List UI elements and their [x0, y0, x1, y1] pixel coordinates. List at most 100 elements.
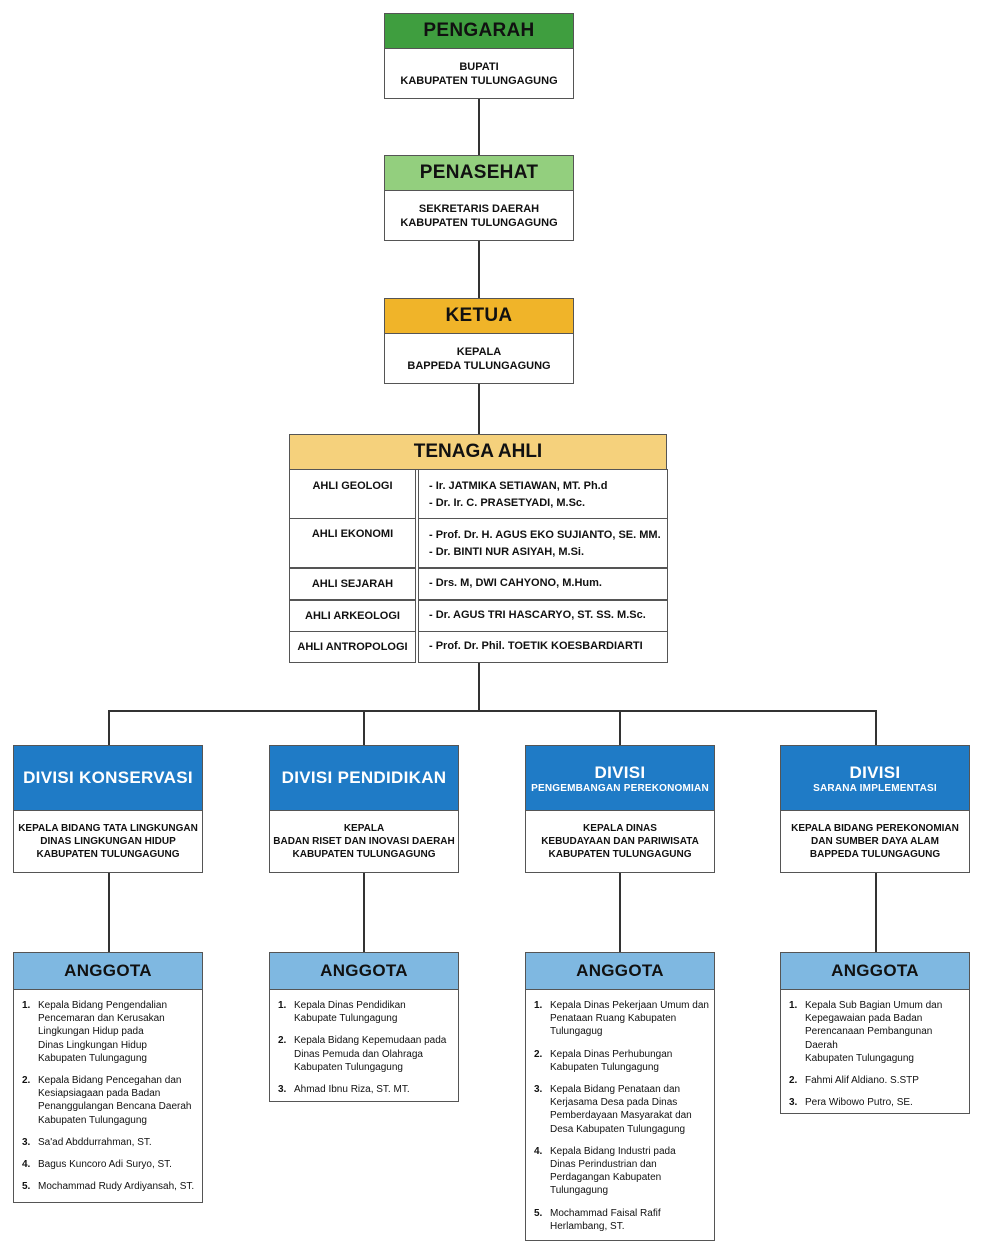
member-item: 4.Bagus Kuncoro Adi Suryo, ST.: [22, 1158, 198, 1171]
tenaga-ahli-field: AHLI GEOLOGI: [289, 469, 416, 519]
member-line: Pera Wibowo Putro, SE.: [805, 1097, 913, 1109]
member-line: Kesiapsiagaan pada Badan: [38, 1088, 161, 1100]
anggota-header: ANGGOTA: [781, 953, 969, 990]
member-line: Dinas Lingkungan Hidup: [38, 1039, 147, 1051]
ketua-header: KETUA: [385, 299, 573, 334]
member-number: 1.: [534, 1000, 543, 1011]
tenaga-ahli-title: TENAGA AHLI: [413, 441, 543, 462]
member-number: 3.: [22, 1136, 31, 1148]
member-item: 2. Fahmi Alif Aldiano. S.STP: [789, 1074, 965, 1087]
divisi-pengembangan-box: DIVISI PENGEMBANGAN PEREKONOMIAN KEPALA …: [525, 745, 715, 873]
pengarah-title: PENGARAH: [423, 20, 535, 41]
tenaga-ahli-field: AHLI ANTROPOLOGI: [289, 631, 416, 663]
member-line: Perdagangan Kabupaten: [550, 1172, 662, 1184]
divisi-head-line: KABUPATEN TULUNGAGUNG: [548, 849, 692, 860]
divisi-subtitle: PENGEMBANGAN PEREKONOMIAN: [531, 782, 709, 794]
divisi-pendidikan-box: DIVISI PENDIDIKAN KEPALA BADAN RISET DAN…: [269, 745, 459, 873]
member-number: 4.: [22, 1159, 31, 1171]
member-line: Dinas Pemuda dan Olahraga: [294, 1048, 423, 1060]
member-line: Kabupaten Tulungagung: [38, 1114, 147, 1126]
member-line: Kerjasama Desa pada Dinas: [550, 1097, 678, 1109]
member-item: 3. Pera Wibowo Putro, SE.: [789, 1096, 965, 1109]
penasehat-header: PENASEHAT: [385, 156, 573, 191]
divisi-sarana-box: DIVISI SARANA IMPLEMENTASI KEPALA BIDANG…: [780, 745, 970, 873]
divisi-head-body: KEPALA BIDANG PEREKONOMIAN DAN SUMBER DA…: [781, 811, 969, 872]
penasehat-title: PENASEHAT: [419, 162, 539, 183]
member-item: 3. Ahmad Ibnu Riza, ST. MT.: [278, 1083, 454, 1096]
ketua-body: KEPALA BAPPEDA TULUNGAGUNG: [385, 334, 573, 383]
tenaga-ahli-name: - Prof. Dr. Phil. TOETIK KOESBARDIARTI: [429, 640, 643, 652]
member-line: Tulungagug: [550, 1026, 603, 1038]
pengarah-box: PENGARAH BUPATI KABUPATEN TULUNGAGUNG: [384, 13, 574, 99]
member-line: Kabupaten Tulungagung: [550, 1061, 659, 1073]
member-line: Ahmad Ibnu Riza, ST. MT.: [294, 1084, 410, 1096]
member-line: Kepala Dinas Perhubungan: [550, 1048, 673, 1060]
member-line: Fahmi Alif Aldiano. S.STP: [805, 1075, 919, 1087]
member-line: Kepala Bidang Pencegahan dan: [38, 1075, 182, 1087]
member-number: 4.: [534, 1145, 543, 1157]
tenaga-ahli-name: - Dr. Ir. C. PRASETYADI, M.Sc.: [429, 497, 586, 509]
member-number: 1.: [789, 1000, 798, 1011]
anggota-title: ANGGOTA: [576, 961, 664, 980]
penasehat-line: KABUPATEN TULUNGAGUNG: [400, 216, 558, 229]
tenaga-ahli-field-label: AHLI ANTROPOLOGI: [297, 641, 408, 653]
member-number: 5.: [22, 1181, 31, 1193]
tenaga-ahli-name: - Prof. Dr. H. AGUS EKO SUJIANTO, SE. MM…: [429, 529, 661, 541]
connector-anggota-3: [619, 872, 621, 953]
member-number: 2.: [789, 1075, 798, 1087]
member-number: 3.: [789, 1097, 798, 1109]
tenaga-ahli-field-label: AHLI GEOLOGI: [312, 480, 393, 492]
member-line: Kepala Dinas Pendidikan: [294, 1000, 406, 1011]
member-line: Desa Kabupaten Tulungagung: [550, 1123, 686, 1135]
pengarah-line: BUPATI: [459, 60, 499, 73]
divisi-title: DIVISI KONSERVASI: [23, 768, 193, 787]
divisi-head-line: KEPALA BIDANG PEREKONOMIAN: [791, 823, 959, 834]
anggota-title: ANGGOTA: [320, 961, 408, 980]
divisi-title: DIVISI PENDIDIKAN: [281, 768, 447, 787]
member-line: Lingkungan Hidup pada: [38, 1026, 144, 1038]
divisi-subtitle: SARANA IMPLEMENTASI: [813, 782, 937, 794]
tenaga-ahli-field-label: AHLI EKONOMI: [311, 528, 394, 540]
divisi-header: DIVISI KONSERVASI: [14, 746, 202, 811]
member-line: Pemberdayaan Masyarakat dan: [550, 1110, 692, 1122]
connector-anggota-4: [875, 872, 877, 953]
anggota-title: ANGGOTA: [831, 961, 919, 980]
tenaga-ahli-name: - Ir. JATMIKA SETIAWAN, MT. Ph.d: [429, 480, 608, 492]
member-line: Kepala Dinas Pekerjaan Umum dan: [550, 1000, 709, 1011]
member-line: Mochammad Faisal Rafif: [550, 1207, 661, 1219]
member-number: 2.: [534, 1048, 543, 1060]
member-line: Kabupate Tulungagung: [294, 1013, 398, 1025]
member-line: Sa'ad Abddurrahman, ST.: [38, 1136, 152, 1148]
member-number: 3.: [278, 1084, 287, 1096]
ketua-line: BAPPEDA TULUNGAGUNG: [407, 359, 551, 372]
anggota-header: ANGGOTA: [14, 953, 202, 990]
member-line: Pencemaran dan Kerusakan: [38, 1013, 165, 1025]
member-line: Kabupaten Tulungagung: [294, 1061, 403, 1073]
member-line: Perencanaan Pembangunan Daerah: [805, 1026, 933, 1051]
divisi-head-line: KEPALA DINAS: [583, 823, 657, 834]
tenaga-ahli-names: - Prof. Dr. H. AGUS EKO SUJIANTO, SE. MM…: [418, 518, 668, 568]
divisi-head-line: KEPALA BIDANG TATA LINGKUNGAN: [18, 823, 198, 834]
divisi-head-line: DAN SUMBER DAYA ALAM: [811, 836, 939, 847]
divisi-head-body: KEPALA BADAN RISET DAN INOVASI DAERAH KA…: [270, 811, 458, 872]
pengarah-body: BUPATI KABUPATEN TULUNGAGUNG: [385, 49, 573, 98]
tenaga-ahli-field-label: AHLI SEJARAH: [311, 578, 394, 590]
penasehat-body: SEKRETARIS DAERAH KABUPATEN TULUNGAGUNG: [385, 191, 573, 240]
pengarah-line: KABUPATEN TULUNGAGUNG: [400, 74, 558, 87]
member-line: Kepala Bidang Kepemudaan pada: [294, 1035, 447, 1047]
member-item: 5.Mochammad Rudy Ardiyansah, ST.: [22, 1180, 198, 1193]
connector-divisi-4: [875, 710, 877, 746]
tenaga-ahli-names: - Prof. Dr. Phil. TOETIK KOESBARDIARTI: [418, 631, 668, 663]
divisi-title: DIVISI: [594, 762, 646, 782]
divisi-head-line: KEBUDAYAAN DAN PARIWISATA: [541, 836, 699, 847]
member-line: Kabupaten Tulungagung: [38, 1052, 147, 1064]
